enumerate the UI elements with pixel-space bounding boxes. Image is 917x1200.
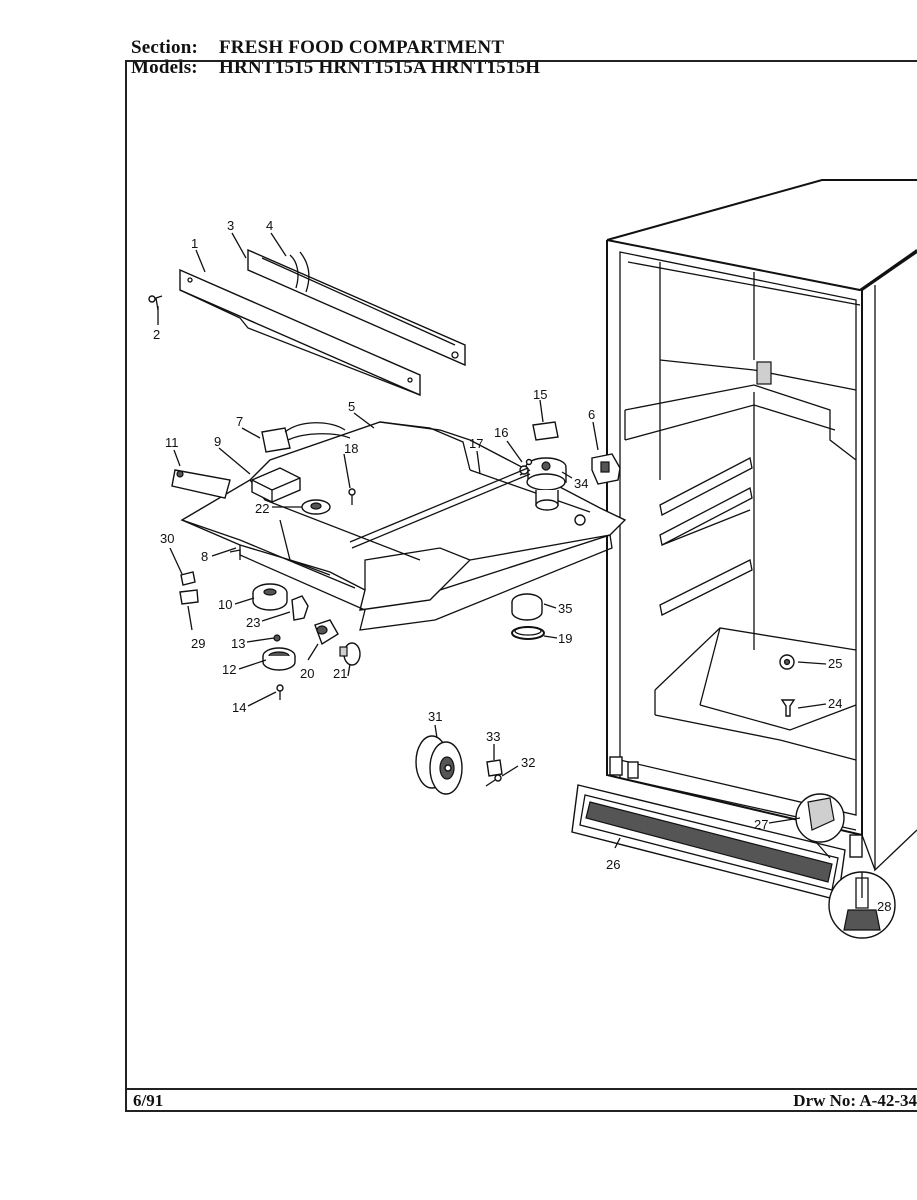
models-list: HRNT1515 HRNT1515A HRNT1515H — [219, 57, 541, 78]
bracket-part-11 — [171, 469, 231, 499]
callout-7: 7 — [236, 414, 243, 429]
callout-30: 30 — [160, 531, 174, 546]
callout-10: 10 — [218, 597, 232, 612]
clip-part-30 — [180, 571, 196, 586]
dial-part-12 — [262, 647, 296, 671]
callout-23: 23 — [246, 615, 260, 630]
callout-35: 35 — [558, 601, 572, 616]
callout-17: 17 — [469, 436, 483, 451]
thermostat-part — [261, 422, 351, 453]
revision-date: 6/91 — [133, 1091, 164, 1110]
callout-20: 20 — [300, 666, 314, 681]
callout-13: 13 — [231, 636, 245, 651]
clip-part-29 — [179, 589, 199, 605]
callout-14: 14 — [232, 700, 246, 715]
callout-33: 33 — [486, 729, 500, 744]
callout-34: 34 — [574, 476, 588, 491]
callout-1: 1 — [191, 236, 198, 251]
knob-part-10 — [252, 583, 288, 611]
models-label: Models: — [131, 57, 198, 78]
roller-part-31 — [415, 735, 463, 795]
hinge-callout-part — [795, 793, 845, 859]
callout-16: 16 — [494, 425, 508, 440]
callout-15: 15 — [533, 387, 547, 402]
callout-26: 26 — [606, 857, 620, 872]
callout-5: 5 — [348, 399, 355, 414]
callout-28: 28 — [877, 899, 891, 914]
callout-27: 27 — [754, 817, 768, 832]
section-title: FRESH FOOD COMPARTMENT — [219, 37, 505, 58]
callout-25: 25 — [828, 656, 842, 671]
cabinet-drawing — [606, 179, 917, 872]
screw-part-18 — [348, 488, 356, 505]
callout-21: 21 — [333, 666, 347, 681]
footer-top-rule — [125, 1088, 917, 1090]
bracket-part-33 — [486, 759, 503, 777]
callout-11: 11 — [165, 435, 179, 450]
screw-part-14 — [276, 684, 284, 700]
callout-8: 8 — [201, 549, 208, 564]
drawing-number: Drw No: A-42-34 — [793, 1091, 917, 1110]
screw-part-24 — [780, 699, 796, 717]
frame-top-rule — [126, 60, 917, 62]
callout-18: 18 — [344, 441, 358, 456]
callout-19: 19 — [558, 631, 572, 646]
washer-part-13 — [273, 634, 281, 642]
footer-bottom-rule — [125, 1110, 917, 1112]
light-socket-part — [301, 499, 331, 515]
bulb-part-21 — [339, 642, 361, 666]
callout-31: 31 — [428, 709, 442, 724]
screw-part-32 — [485, 774, 502, 787]
ceiling-panel-part — [180, 421, 627, 631]
top-brackets-part — [179, 248, 466, 397]
switch-part-23 — [291, 595, 309, 621]
callout-32: 32 — [521, 755, 535, 770]
clamp-part-19 — [511, 626, 545, 640]
frame-left-rule — [125, 60, 127, 1112]
leveling-leg-part — [828, 871, 896, 939]
leader-lines — [157, 232, 827, 849]
screw-part-2 — [148, 295, 163, 311]
callout-2: 2 — [153, 327, 160, 342]
callout-22: 22 — [255, 501, 269, 516]
drain-tube-part — [349, 467, 531, 549]
callout-labels: 1 2 3 4 5 6 7 8 9 10 11 12 13 14 15 16 1… — [153, 218, 891, 914]
grommet-part-35 — [511, 593, 543, 621]
callout-4: 4 — [266, 218, 273, 233]
callout-29: 29 — [191, 636, 205, 651]
section-label: Section: — [131, 37, 199, 58]
callout-12: 12 — [222, 662, 236, 677]
lamp-socket-part-20 — [314, 619, 339, 646]
hinge-part-6 — [591, 453, 621, 485]
callout-6: 6 — [588, 407, 595, 422]
callout-24: 24 — [828, 696, 842, 711]
clip-part-25 — [779, 654, 795, 670]
callout-3: 3 — [227, 218, 234, 233]
callout-9: 9 — [214, 434, 221, 449]
control-housing-part — [251, 467, 301, 503]
